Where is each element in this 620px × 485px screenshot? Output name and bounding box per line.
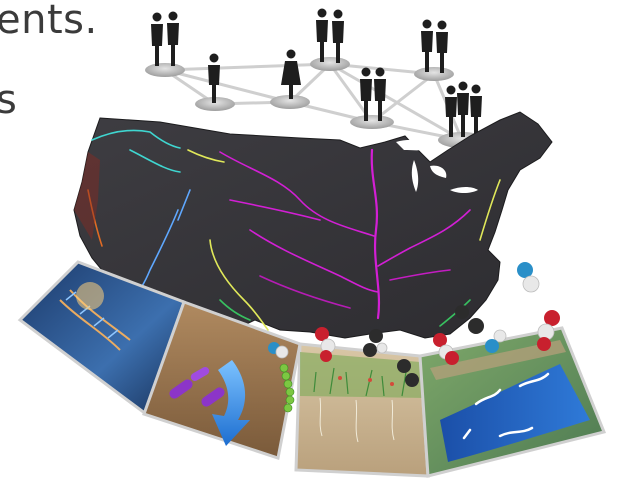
river-green [177,189,191,221]
river-network [87,129,501,331]
molecule-icon [537,310,560,351]
river-yellowstone [187,149,225,163]
river-southeast [439,299,471,327]
river-red [259,275,351,309]
person-icon [167,11,179,66]
river-arkansas [249,229,379,293]
river-platte [229,199,321,221]
arrow-down-icon [212,360,250,446]
river-ohio [377,209,471,267]
great-lakes [396,139,478,193]
molecule-icon [268,342,289,359]
molecule-icon [397,359,419,387]
people-silhouettes [151,8,482,138]
person-icon [332,9,344,63]
river-landscape-panel [418,326,607,478]
network-nodes [145,57,486,148]
person-icon [151,12,163,66]
person-icon [374,67,386,121]
west-coast-highlight [74,152,100,240]
river-tennessee [389,269,451,281]
bacteria-soil-panel [142,300,302,460]
flow-arrows [462,372,550,440]
river-snake [129,149,181,173]
person-icon [281,49,301,99]
person-icon [421,19,433,72]
river-rio-grande [209,239,269,331]
green-bacteria-chain [279,363,295,413]
river-columbia [91,129,181,149]
person-icon [360,67,372,121]
river-southwest [219,299,251,321]
person-icon [316,8,328,62]
person-icon [470,84,482,138]
person-icon [208,53,220,103]
river-east-coast [479,179,501,241]
molecule-icon [433,333,459,365]
molecule-icon [517,262,540,293]
person-icon [436,20,448,73]
bacteria-icons [169,367,225,407]
molecules [268,262,560,387]
social-network [145,8,486,148]
plant-soil-cross-section-panel [294,342,430,478]
river-water [440,364,590,462]
person-icon [445,85,457,137]
roots [319,397,395,443]
person-icon [457,81,469,137]
river-missouri [219,151,375,237]
slide-text-fragment-2: s [0,77,18,123]
river-sacramento [87,189,103,247]
molecule-icon [455,305,507,353]
molecule-icon [315,327,336,362]
molecule-icon [363,329,388,357]
us-map [73,111,553,339]
slide-text-fragment-1: ents. [0,0,98,43]
